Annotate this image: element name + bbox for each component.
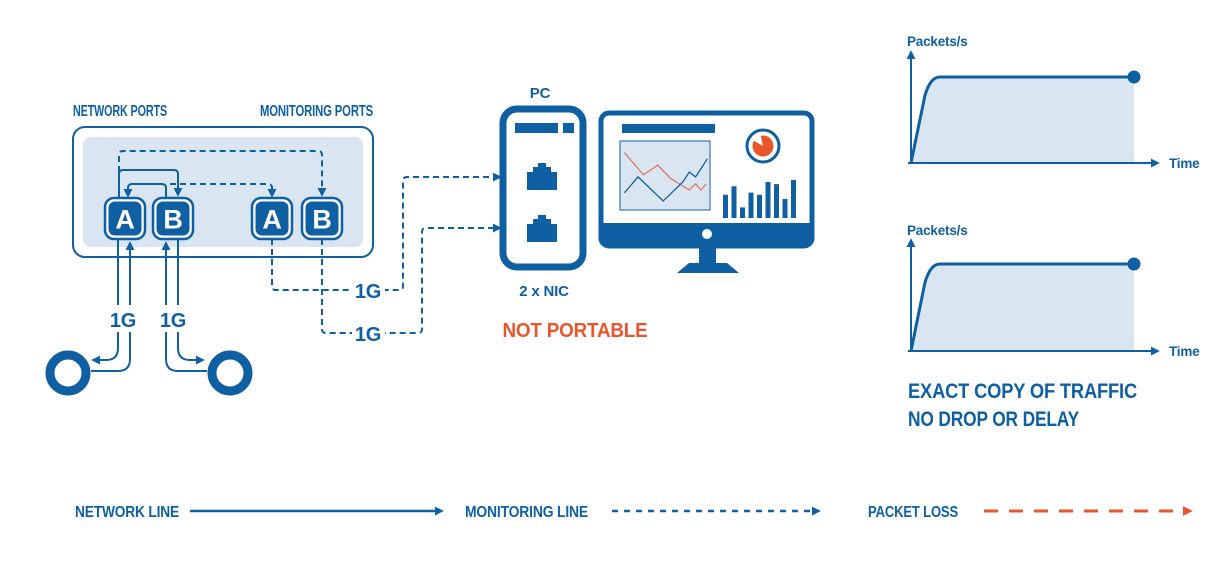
label-bg xyxy=(352,320,385,345)
left-network-node xyxy=(45,350,91,396)
monitoring-port-a: A xyxy=(250,196,294,241)
port-body xyxy=(156,201,190,236)
legend-network-label: NETWORK LINE xyxy=(75,504,179,521)
legend-monitoring-label: MONITORING LINE xyxy=(465,504,588,521)
x-axis-label: Time xyxy=(1169,344,1200,359)
network-port-b: B xyxy=(151,196,195,241)
traffic-curve xyxy=(909,262,1134,352)
monitoring-ports-label: MONITORING PORTS xyxy=(260,103,373,120)
label-bg xyxy=(110,305,137,332)
y-axis-label: Packets/s xyxy=(907,34,968,49)
network-port-a: A xyxy=(103,196,147,241)
pc-power-button xyxy=(563,123,574,133)
not-portable-note: NOT PORTABLE xyxy=(503,320,648,342)
label-bg xyxy=(160,305,187,332)
port-body xyxy=(108,201,142,236)
network-ports-label: NETWORK PORTS xyxy=(73,103,167,120)
legend-packet-loss-label: PACKET LOSS xyxy=(868,504,958,521)
monitoring-b-speed: 1G xyxy=(355,324,381,346)
screen-bar-chart xyxy=(723,179,796,218)
wire-b-to-a xyxy=(123,183,167,198)
legend: NETWORK LINE MONITORING LINE PACKET LOSS xyxy=(75,504,1193,521)
endpoint-dot xyxy=(1127,70,1141,84)
monitoring-a-speed: 1G xyxy=(355,281,381,303)
screen-line-chart-panel xyxy=(619,140,711,211)
area-fill xyxy=(911,77,1134,163)
screen-bar xyxy=(723,194,728,218)
pc-drive-slot xyxy=(515,123,558,133)
pc-title: PC xyxy=(530,85,551,102)
port-label: B xyxy=(312,205,331,235)
pc-tower: PC 2 x NIC NOT PORTABLE xyxy=(499,85,648,342)
screen-bar xyxy=(774,184,779,218)
screen-bar xyxy=(765,182,771,218)
screen-bar xyxy=(740,207,745,218)
y-axis-label: Packets/s xyxy=(907,223,968,238)
caption-line-2: NO DROP OR DELAY xyxy=(908,407,1079,431)
right-network-node xyxy=(207,350,253,396)
wire-a-to-b xyxy=(118,169,183,197)
tap-a-to-monitor-b xyxy=(118,150,327,197)
screen-bar xyxy=(791,179,796,218)
monitor-b-to-pc xyxy=(321,223,502,334)
monitor-stand-neck xyxy=(699,246,716,265)
traffic-graph-network: Packets/s Time xyxy=(906,34,1200,171)
nic-port-icon xyxy=(527,163,557,190)
endpoint-dot xyxy=(1127,257,1141,271)
monitoring-port-b: B xyxy=(300,196,344,241)
port-label: A xyxy=(115,205,134,235)
network-links: 1G 1G xyxy=(45,239,253,396)
screen-title-bar xyxy=(622,124,715,133)
tap-b-to-monitor-a xyxy=(170,183,277,198)
monitor-stand-base xyxy=(677,263,739,273)
label-bg xyxy=(352,277,385,302)
area-fill xyxy=(911,264,1134,351)
nic-caption: 2 x NIC xyxy=(519,283,569,300)
port-body xyxy=(255,201,289,236)
screen-bar xyxy=(782,198,788,218)
port-label: A xyxy=(262,205,281,235)
network-a-speed: 1G xyxy=(110,310,136,332)
nic-port-icon xyxy=(527,215,557,242)
screen-bar xyxy=(748,192,754,218)
port-body xyxy=(305,201,339,236)
monitoring-links: 1G 1G xyxy=(271,172,502,346)
line-right-node-to-b xyxy=(161,241,207,372)
traffic-graph-monitor: Packets/s Time xyxy=(906,223,1200,359)
bezel-dot xyxy=(702,229,712,239)
line-b-to-right-node xyxy=(177,239,205,365)
screen-bar xyxy=(757,194,762,218)
traffic-curve xyxy=(909,75,1134,164)
screen-blue-line xyxy=(624,158,708,202)
monitor-a-to-pc xyxy=(271,172,502,291)
screen-line-chart xyxy=(624,152,708,202)
port-label: B xyxy=(163,205,182,235)
tap-device: NETWORK PORTS MONITORING PORTS A B A B xyxy=(72,103,374,258)
caption-line-1: EXACT COPY OF TRAFFIC xyxy=(908,379,1137,403)
screen-bar xyxy=(731,186,737,218)
x-axis-label: Time xyxy=(1169,156,1200,171)
monitor xyxy=(598,110,815,273)
graph-caption: EXACT COPY OF TRAFFIC NO DROP OR DELAY xyxy=(908,379,1137,431)
network-b-speed: 1G xyxy=(160,310,186,332)
line-a-to-left-node xyxy=(91,239,119,365)
line-left-node-to-a xyxy=(91,241,135,372)
screen-donut-notch xyxy=(751,132,763,146)
